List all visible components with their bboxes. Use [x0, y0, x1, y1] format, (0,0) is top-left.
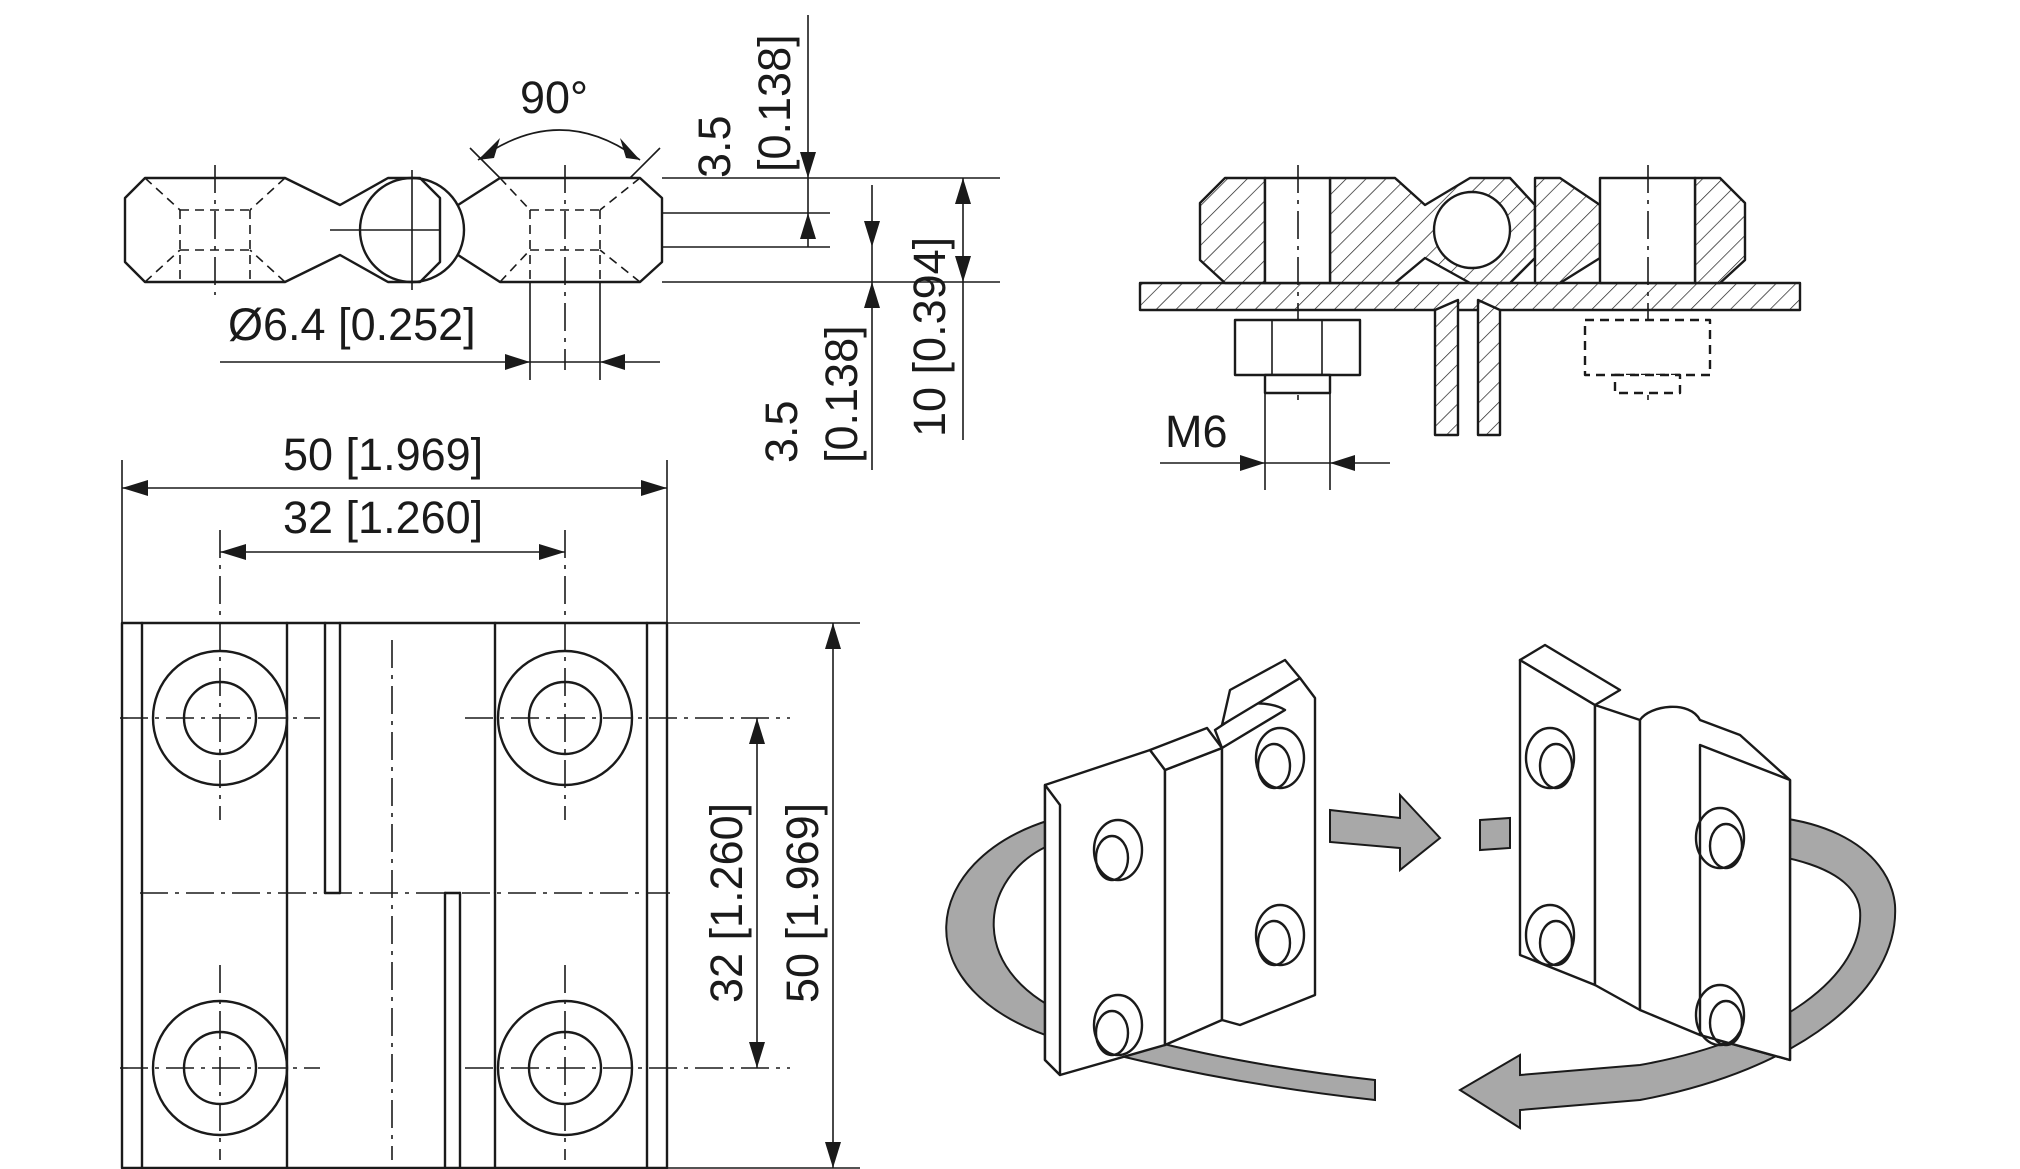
section-view: M6: [1138, 165, 1802, 490]
width-label: 50 [1.969]: [283, 429, 483, 480]
thickness-label: 10 [0.394]: [904, 237, 955, 437]
top-view: 90° Ø6.4 [0.252] 3.5 [0.138] 3.5 [0.138]…: [123, 15, 1000, 470]
height-label: 50 [1.969]: [777, 803, 828, 1003]
hole-diameter-label: Ø6.4 [0.252]: [228, 299, 476, 350]
offset-top-in: [0.138]: [749, 34, 800, 172]
angle-label: 90°: [520, 72, 588, 123]
offset-bottom-in: [0.138]: [816, 325, 867, 463]
hole-spacing-v-label: 32 [1.260]: [701, 803, 752, 1003]
hole-spacing-h-label: 32 [1.260]: [283, 492, 483, 543]
offset-bottom-mm: 3.5: [756, 400, 807, 463]
isometric-views: [945, 643, 1897, 1130]
offset-top-mm: 3.5: [689, 115, 740, 178]
thread-label: M6: [1165, 406, 1228, 457]
front-view: 50 [1.969] 32 [1.260] 32 [1.260] 50 [1.9…: [120, 429, 860, 1169]
